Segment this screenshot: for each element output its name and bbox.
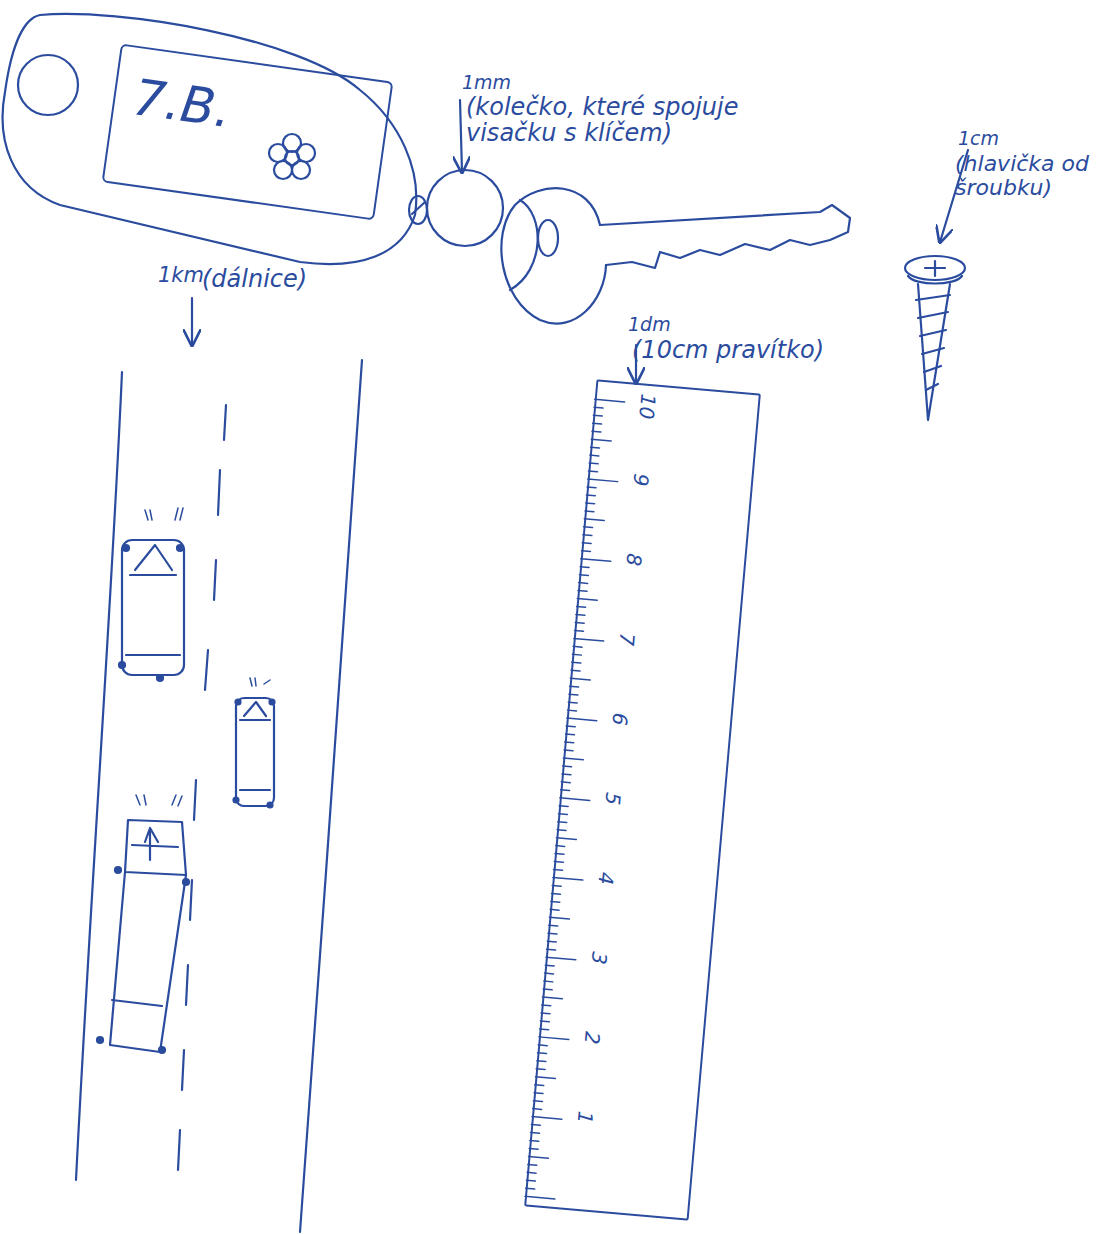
flower: [269, 134, 315, 179]
ruler-number: 2: [581, 1031, 604, 1046]
car: [119, 508, 184, 681]
dimension-label: 1cm: [958, 128, 999, 149]
ruler-number: 9: [629, 473, 652, 488]
note: (hlavička od šroubku): [955, 152, 1107, 200]
ruler-number: 1: [574, 1110, 597, 1125]
eyelet: [409, 196, 427, 224]
truck: [97, 795, 189, 1053]
note: (dálnice): [202, 266, 307, 292]
ruler-ticks: [525, 399, 625, 1199]
dimension-label: 1dm: [628, 314, 671, 335]
screw: [905, 256, 965, 420]
key-tag: [3, 14, 417, 264]
key: [501, 188, 850, 323]
ruler-number: 10: [635, 393, 659, 420]
highway: [76, 360, 362, 1232]
dimension-label: 1km: [158, 264, 204, 287]
split-ring: [427, 170, 503, 246]
ruler-number: 7: [615, 632, 638, 647]
ruler: 10 9 8 7 6 5 4 3 2 1: [524, 379, 761, 1220]
leader-arrow: [191, 298, 193, 345]
leader-arrow: [460, 100, 462, 172]
ruler-number: 6: [608, 712, 631, 727]
tag-hole: [18, 55, 78, 115]
note: (kolečko, které spojuje visačku s klíčem…: [466, 94, 796, 147]
ruler-number: 4: [595, 871, 618, 886]
ruler-number: 8: [622, 552, 645, 567]
note: (10cm pravítko): [632, 337, 824, 363]
tag-label: 7.B.: [102, 44, 394, 221]
car: [234, 678, 275, 808]
ruler-number: 3: [588, 951, 611, 966]
dimension-label: 1mm: [462, 72, 511, 93]
ruler-number: 5: [601, 791, 624, 806]
tag-text: 7.B.: [130, 70, 235, 138]
